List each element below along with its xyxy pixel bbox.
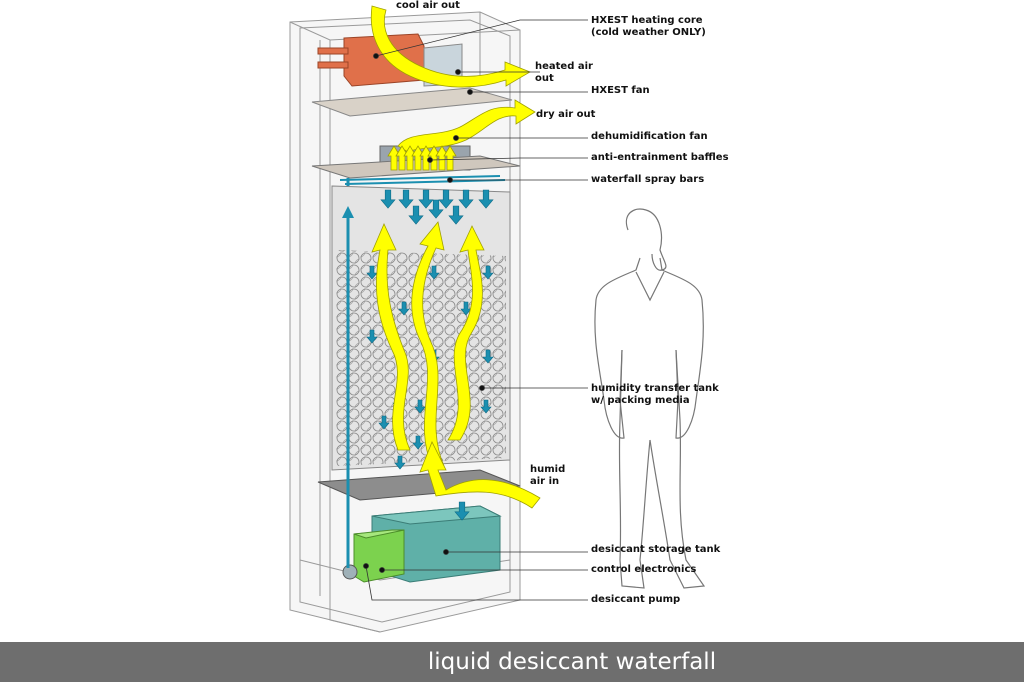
- desiccant-drop-arrow: [478, 189, 494, 209]
- label-dehumidification-fan: dehumidification fan: [591, 131, 708, 142]
- baffle-air-chevrons: [387, 145, 457, 171]
- leader-line: [365, 565, 588, 601]
- label-humidity-transfer-tank: humidity transfer tank w/ packing media: [591, 383, 719, 406]
- label-waterfall-spray-bars: waterfall spray bars: [591, 174, 705, 185]
- leader-lines: [363, 19, 588, 601]
- leader-dot: [373, 53, 379, 59]
- desiccant-drop-arrow: [438, 189, 454, 209]
- leader-dot: [427, 157, 433, 163]
- air-path-up-right: [447, 225, 485, 441]
- desiccant-drop-arrow: [448, 205, 464, 225]
- label-hxest-fan: HXEST fan: [591, 85, 650, 96]
- desiccant-drop-arrow: [394, 455, 406, 470]
- desiccant-pump-shape: [342, 564, 358, 580]
- air-path-up-left: [371, 223, 411, 451]
- label-dry-air-out: dry air out: [536, 109, 596, 120]
- desiccant-drop-arrow: [366, 329, 378, 344]
- baffle-air-chevron: [419, 145, 433, 171]
- label-desiccant-storage-tank: desiccant storage tank: [591, 544, 721, 555]
- spray-bars: [339, 175, 506, 185]
- desiccant-drop-arrow: [414, 399, 426, 414]
- air-path-up-mid: [411, 221, 445, 467]
- label-anti-entrainment-baffles: anti-entrainment baffles: [591, 152, 729, 163]
- air-path-dry: [397, 99, 536, 153]
- desiccant-drop-arrow: [412, 435, 424, 450]
- desiccant-drop-arrow: [428, 265, 440, 280]
- baffle-air-chevron: [403, 145, 417, 171]
- air-path-in: [419, 441, 541, 509]
- baffle-air-chevron: [387, 145, 401, 171]
- baffle-air-chevron: [435, 145, 449, 171]
- air-path-top: [370, 5, 531, 88]
- desiccant-drop-arrow: [428, 199, 444, 219]
- desiccant-drop-arrow: [460, 301, 472, 316]
- leader-dot: [447, 177, 453, 183]
- bottom-grate: [317, 469, 521, 501]
- baffle-air-chevron: [411, 145, 425, 171]
- desiccant-drop-arrow: [458, 189, 474, 209]
- label-hxest-heating-core: HXEST heating core (cold weather ONLY): [591, 15, 706, 38]
- desiccant-drop-arrow: [454, 501, 470, 521]
- label-humid-air-in: humid air in: [530, 464, 566, 487]
- air-flow: [370, 5, 541, 509]
- desiccant-drop-arrow: [366, 265, 378, 280]
- leader-dot: [455, 69, 461, 75]
- baffle-air-chevron: [427, 145, 441, 171]
- person-silhouette: [594, 208, 706, 589]
- control-electronics-box: [353, 529, 405, 583]
- label-desiccant-pump: desiccant pump: [591, 594, 681, 605]
- leader-line: [429, 157, 588, 161]
- desiccant-drop-arrow: [482, 349, 494, 364]
- desiccant-drop-arrow: [408, 205, 424, 225]
- leader-dot: [363, 563, 369, 569]
- baffle-air-chevron: [395, 145, 409, 171]
- baffle-air-chevron: [443, 145, 457, 171]
- leader-dot: [443, 549, 449, 555]
- desiccant-drop-arrow: [398, 189, 414, 209]
- footer-bar: liquid desiccant waterfall: [0, 642, 1024, 682]
- desiccant-drop-arrow: [418, 189, 434, 209]
- diagram-canvas: [289, 5, 706, 633]
- leader-line: [375, 19, 588, 57]
- leader-dot: [453, 135, 459, 141]
- label-heated-air-out: heated air out: [535, 61, 593, 84]
- desiccant-drop-arrow: [482, 265, 494, 280]
- leader-dot: [467, 89, 473, 95]
- label-control-electronics: control electronics: [591, 564, 697, 575]
- desiccant-drop-arrow: [480, 399, 492, 414]
- leader-dot: [479, 385, 485, 391]
- footer-title: liquid desiccant waterfall: [427, 649, 717, 675]
- desiccant-drop-arrow: [380, 189, 396, 209]
- desiccant-drop-arrow: [378, 415, 390, 430]
- desiccant-drop-arrow: [398, 301, 410, 316]
- hxest-fan-shelf: [311, 87, 513, 117]
- leader-dot: [379, 567, 385, 573]
- label-cool-air-out: cool air out: [396, 0, 460, 11]
